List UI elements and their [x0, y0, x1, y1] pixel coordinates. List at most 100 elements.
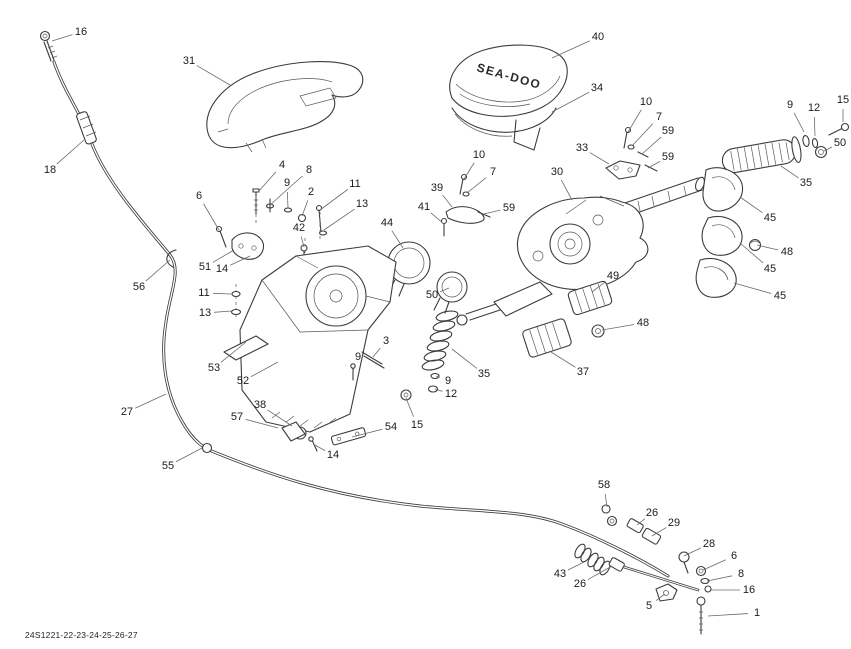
callout-leader-26 [587, 565, 613, 580]
callout-35: 35 [478, 368, 490, 380]
callout-leader-38 [267, 409, 293, 427]
callout-leader-52 [250, 361, 279, 378]
callout-leader-41 [430, 212, 445, 225]
callout-9: 9 [445, 375, 451, 387]
callout-48: 48 [637, 317, 649, 329]
callout-leader-42 [300, 236, 305, 248]
callout-50: 50 [426, 289, 438, 301]
diagram-artwork: SEA-DOO [39, 30, 850, 635]
callout-leader-45 [739, 196, 763, 214]
lower-bracket-drawing [281, 351, 385, 452]
callout-leader-14 [312, 443, 326, 452]
callout-leader-43 [567, 561, 585, 571]
callout-13: 13 [356, 198, 368, 210]
callout-55: 55 [162, 460, 174, 472]
callout-6: 6 [196, 190, 202, 202]
callout-leader-6 [702, 559, 726, 571]
callout-leader-6 [203, 203, 220, 231]
callout-6: 6 [731, 550, 737, 562]
callout-35: 35 [800, 177, 812, 189]
console-base-drawing [223, 245, 397, 433]
callout-38: 38 [254, 399, 266, 411]
callout-leader-10 [463, 162, 475, 180]
callout-leader-57 [245, 418, 279, 429]
callout-30: 30 [551, 166, 563, 178]
callout-49: 49 [607, 270, 619, 282]
diagram-code: 24S1221-22-23-24-25-26-27 [25, 630, 138, 640]
callout-leader-27 [135, 393, 167, 409]
callout-leader-29 [651, 527, 667, 537]
callout-39: 39 [431, 182, 443, 194]
callout-15: 15 [837, 94, 849, 106]
callout-leader-30 [560, 179, 573, 201]
handle-grip-drawing [721, 122, 850, 174]
bolt-16-drawing [39, 30, 58, 62]
callout-12: 12 [808, 102, 820, 114]
callout-2: 2 [308, 186, 314, 198]
callout-leader-53 [220, 341, 247, 363]
callout-leader-50 [440, 287, 450, 292]
callout-26: 26 [646, 507, 658, 519]
callout-leader-55 [175, 447, 203, 463]
callout-9: 9 [284, 177, 290, 189]
callout-leader-49 [591, 281, 607, 293]
callout-leader-50 [823, 146, 833, 152]
callout-34: 34 [591, 82, 603, 94]
callout-leader-18 [56, 139, 85, 165]
center-linkage-drawing [440, 173, 491, 237]
callout-9: 9 [787, 99, 793, 111]
seadoo-cover-drawing: SEA-DOO [449, 44, 568, 117]
callout-leader-44 [391, 230, 404, 249]
callout-leader-59 [641, 136, 662, 155]
callout-41: 41 [418, 201, 430, 213]
callout-leader-37 [550, 351, 576, 368]
callout-leader-7 [466, 177, 487, 194]
callout-leader-31 [196, 65, 231, 86]
callout-27: 27 [121, 406, 133, 418]
callout-18: 18 [44, 164, 56, 176]
callout-leader-11 [319, 189, 349, 211]
clamp-rings-drawing [387, 241, 468, 314]
callout-4: 4 [279, 159, 285, 171]
callout-10: 10 [640, 96, 652, 108]
console-fasteners-drawing [215, 188, 328, 318]
callout-leader-13 [323, 208, 355, 231]
callout-15: 15 [411, 419, 423, 431]
callout-leader-13 [213, 310, 232, 313]
callout-26: 26 [574, 578, 586, 590]
callout-45: 45 [764, 212, 776, 224]
callout-leader-2 [301, 200, 309, 217]
callout-50: 50 [834, 137, 846, 149]
callout-37: 37 [577, 366, 589, 378]
callout-leader-10 [627, 109, 642, 133]
callout-leader-8 [706, 575, 733, 582]
callout-54: 54 [385, 421, 397, 433]
callout-leader-3 [372, 347, 381, 358]
bellows-spring-drawing [400, 310, 459, 401]
callout-leader-48 [756, 244, 779, 251]
callout-leader-7 [631, 123, 654, 147]
callout-13: 13 [199, 307, 211, 319]
tie-rod-assembly-drawing [574, 504, 712, 635]
callout-leader-14 [229, 255, 251, 266]
callout-leader-35 [451, 348, 478, 369]
callout-leader-48 [601, 324, 635, 331]
callout-leader-15 [405, 397, 414, 417]
callout-leader-4 [257, 171, 277, 193]
callout-58: 58 [598, 479, 610, 491]
callout-leader-9 [352, 365, 356, 372]
callout-leader-1 [707, 613, 749, 617]
callout-45: 45 [774, 290, 786, 302]
callout-45: 45 [764, 263, 776, 275]
callout-leader-54 [351, 428, 383, 438]
callout-8: 8 [738, 568, 744, 580]
callout-leader-28 [683, 547, 702, 557]
callout-31: 31 [183, 55, 195, 67]
callout-leader-9 [435, 375, 440, 378]
callout-9: 9 [355, 351, 361, 363]
callout-leader-33 [589, 152, 610, 165]
callout-leader-58 [604, 493, 608, 508]
